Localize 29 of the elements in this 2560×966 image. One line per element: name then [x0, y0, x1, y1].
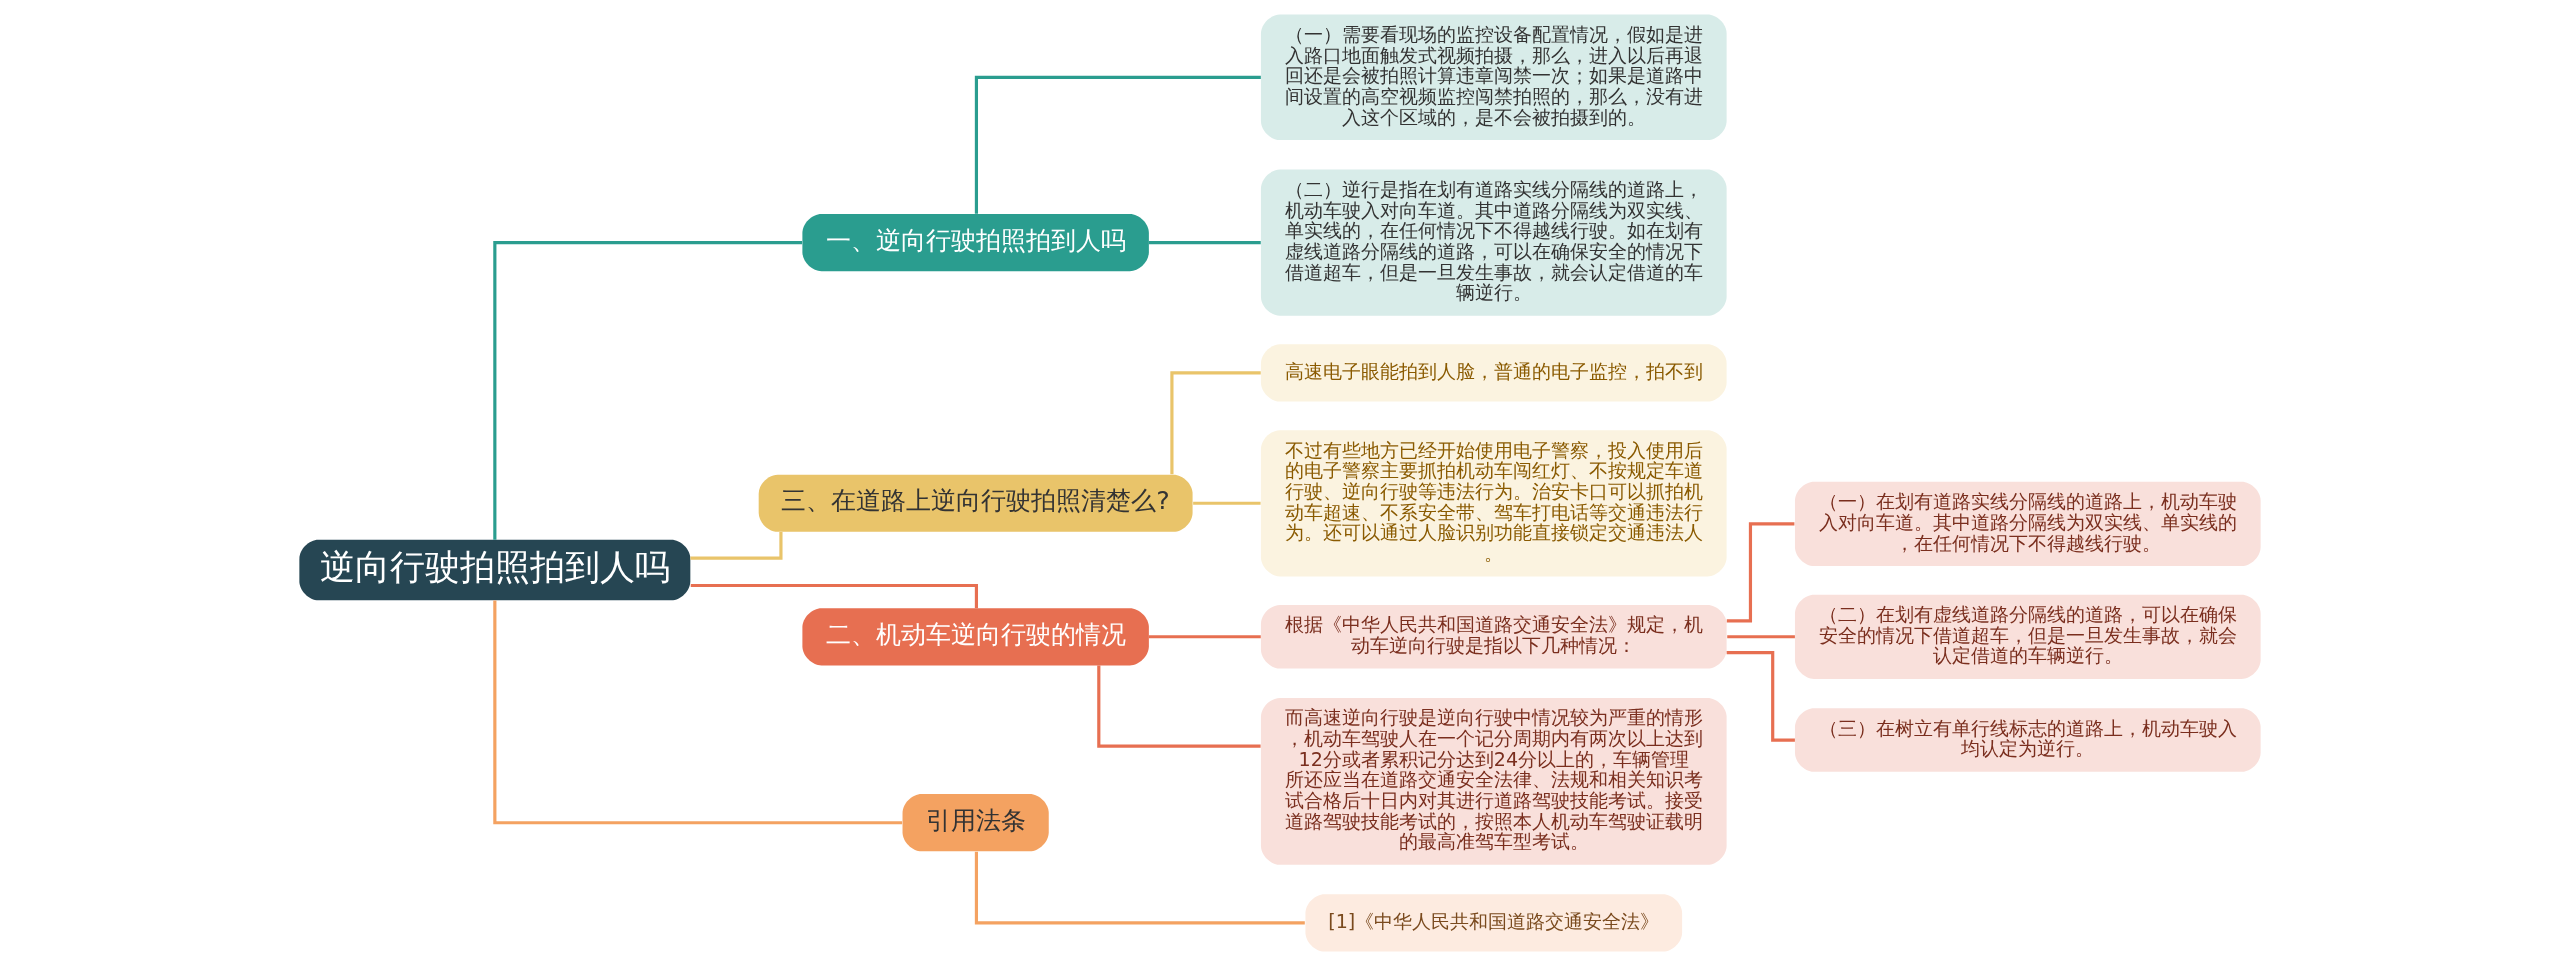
node-box: （一）在划有道路实线分隔线的道路上，机动车驶入对向车道。其中道路分隔线为双实线、单实线的，在任何情况下不得越线行驶。 — [1794, 481, 2261, 567]
node-box: （三）在树立有单行线标志的道路上，机动车驶入均认定为逆行。 — [1794, 708, 2261, 772]
connector — [493, 600, 903, 825]
connector — [974, 75, 1261, 214]
connector — [974, 851, 1305, 925]
node-box: 一、逆向行驶拍照拍到人吗 — [802, 214, 1149, 272]
node-box: （二）在划有虚线道路分隔线的道路，可以在确保安全的情况下借道超车，但是一旦发生事故，就会认定借道的车辆逆行。 — [1794, 594, 2261, 679]
connector — [690, 583, 978, 609]
connector — [1727, 635, 1795, 639]
node-box: 根据《中华人民共和国道路交通安全法》规定，机动车逆向行驶是指以下几种情况： — [1260, 605, 1727, 669]
node-box: 而高速逆向行驶是逆向行驶中情况较为严重的情形，机动车驾驶人在一个记分周期内有两次以上达到12分或者累积记分达到24分以上的，车辆管理所还应当在道路交通安全法律、法规和相关知识考试合格后十日内对其进行道路驾驶技能考试。接受道路驾驶技能考试的，按照本人机动车驾驶证载明的最高准驾车型考试。 — [1260, 697, 1727, 865]
connector — [493, 241, 803, 540]
connector — [1726, 522, 1795, 623]
connector — [1148, 241, 1261, 245]
node-box: [1]《中华人民共和国道路交通安全法》 — [1305, 894, 1683, 952]
connector — [1097, 665, 1261, 748]
connector — [1193, 501, 1261, 505]
node-box: 高速电子眼能拍到人脸，普通的电子监控，拍不到 — [1260, 344, 1727, 402]
node-box: （二）逆行是指在划有道路实线分隔线的道路上，机动车驶入对向车道。其中道路分隔线为双实线、单实线的，在任何情况下不得越线行驶。如在划有虚线道路分隔线的道路，可以在确保安全的情况下借道超车，但是一旦发生事故，就会认定借道的车辆逆行。 — [1260, 169, 1727, 316]
node-box: 不过有些地方已经开始使用电子警察，投入使用后的电子警察主要抓拍机动车闯红灯、不按规定车道行驶、逆向行驶等违法行为。治安卡口可以抓拍机动车超速、不系安全带、驾车打电话等交通违法行为。还可以通过人脸识别功能直接锁定交通违法人。 — [1260, 430, 1727, 577]
connector — [1148, 635, 1261, 639]
node-box: 三、在道路上逆向行驶拍照清楚么? — [758, 474, 1193, 532]
node-box: 逆向行驶拍照拍到人吗 — [299, 539, 691, 601]
node-box: 引用法条 — [902, 794, 1049, 852]
node-box: （一）需要看现场的监控设备配置情况，假如是进入路口地面触发式视频拍摄，那么，进入以后再退回还是会被拍照计算违章闯禁一次；如果是道路中间设置的高空视频监控闯禁拍照的，那么，没有进入这个区域的，是不会被拍摄到的。 — [1260, 14, 1727, 141]
connector — [1726, 651, 1795, 742]
connector — [1170, 371, 1261, 475]
node-box: 二、机动车逆向行驶的情况 — [802, 608, 1149, 666]
connector — [690, 531, 783, 560]
